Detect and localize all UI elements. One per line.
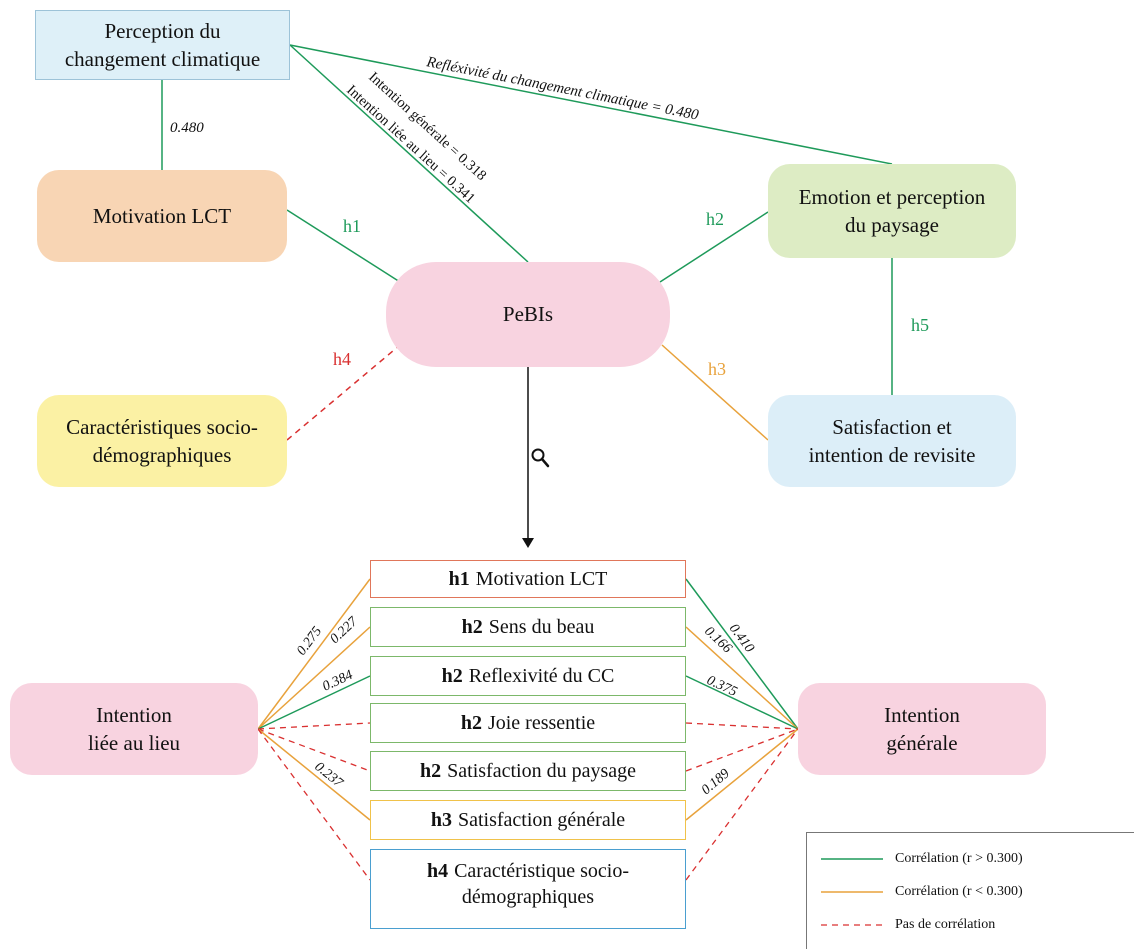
left-link-socio bbox=[257, 728, 371, 881]
emotion-label: Emotion et perception du paysage bbox=[798, 184, 986, 237]
perception-to-emotion-line bbox=[289, 44, 893, 165]
left-link-reflexivite bbox=[257, 675, 371, 730]
box-code: h2 bbox=[461, 616, 483, 638]
socio-node: Caractéristiques socio- démographiques bbox=[37, 395, 287, 487]
box-text: Joie ressentie bbox=[487, 712, 596, 734]
right-link-socio bbox=[685, 728, 799, 881]
intention-lieu-label: Intention liée au lieu bbox=[87, 702, 181, 755]
box-code: h2 bbox=[441, 665, 463, 687]
pebis-to-satisfaction-line bbox=[661, 344, 769, 441]
label-h1: h1 bbox=[343, 216, 361, 236]
perception-to-pebis-line bbox=[289, 44, 529, 263]
box-code: h4 bbox=[426, 860, 449, 882]
right-link-sens-du-beau bbox=[685, 626, 799, 730]
right-link-joie bbox=[685, 722, 799, 730]
legend-swatch-green bbox=[821, 858, 883, 860]
coef-left-227: 0.227 bbox=[327, 614, 361, 647]
legend-item-weak: Corrélation (r < 0.300) bbox=[821, 882, 1023, 902]
intention-generale-node: Intention générale bbox=[798, 683, 1046, 775]
socio-label: Caractéristiques socio- démographiques bbox=[66, 414, 258, 467]
label-reflexivite: Refléxivité du changement climatique = 0… bbox=[424, 54, 700, 124]
right-link-reflexivite bbox=[685, 675, 799, 730]
box-code: h2 bbox=[460, 712, 482, 734]
left-link-satisfaction-paysage bbox=[257, 728, 371, 772]
legend-label-strong: Corrélation (r > 0.300) bbox=[895, 851, 1023, 866]
socio-to-pebis-line bbox=[286, 344, 401, 441]
left-link-joie bbox=[257, 722, 371, 730]
legend-swatch-orange bbox=[821, 891, 883, 893]
detail-arrow-head bbox=[522, 538, 534, 548]
right-link-satisfaction-paysage bbox=[685, 728, 799, 772]
label-h2: h2 bbox=[706, 209, 724, 229]
box-text: Reflexivité du CC bbox=[468, 665, 615, 687]
label-h5: h5 bbox=[911, 315, 929, 335]
coef-right-189: 0.189 bbox=[699, 766, 733, 798]
motivation-label: Motivation LCT bbox=[92, 203, 232, 228]
intention-lieu-node: Intention liée au lieu bbox=[10, 683, 258, 775]
box-text: Caractéristique socio- démographiques bbox=[454, 860, 630, 908]
motivation-node: Motivation LCT bbox=[37, 170, 287, 262]
coef-left-275: 0.275 bbox=[294, 624, 325, 658]
left-link-satisfaction-generale bbox=[257, 728, 371, 821]
box-text: Motivation LCT bbox=[475, 568, 608, 590]
box-text: Satisfaction du paysage bbox=[447, 760, 636, 782]
legend-item-none: Pas de corrélation bbox=[821, 915, 995, 935]
legend-item-strong: Corrélation (r > 0.300) bbox=[821, 849, 1023, 869]
magnifying-glass-icon bbox=[531, 448, 550, 468]
right-link-satisfaction-generale bbox=[685, 728, 799, 821]
motivation-to-pebis-line bbox=[286, 209, 401, 283]
coef-right-375: 0.375 bbox=[704, 673, 739, 700]
perception-label: Perception du changement climatique bbox=[64, 18, 261, 71]
satisfaction-label: Satisfaction et intention de revisite bbox=[808, 414, 976, 467]
box-text: Sens du beau bbox=[488, 616, 595, 638]
box-code: h2 bbox=[420, 760, 442, 782]
perception-node: Perception du changement climatique bbox=[35, 10, 290, 80]
legend: Corrélation (r > 0.300) Corrélation (r <… bbox=[806, 832, 1134, 949]
label-h4: h4 bbox=[333, 349, 351, 369]
box-code: h3 bbox=[430, 809, 452, 831]
legend-label-none: Pas de corrélation bbox=[895, 917, 996, 932]
left-link-h1 bbox=[257, 578, 371, 730]
label-0480: 0.480 bbox=[170, 120, 204, 136]
left-link-sens-du-beau bbox=[257, 626, 371, 730]
right-link-h1 bbox=[685, 578, 799, 730]
emotion-node: Emotion et perception du paysage bbox=[768, 164, 1016, 258]
pebis-node: PeBIs bbox=[386, 262, 670, 367]
box-code: h1 bbox=[448, 568, 470, 590]
box-text: Satisfaction générale bbox=[457, 809, 626, 831]
satisfaction-node: Satisfaction et intention de revisite bbox=[768, 395, 1016, 487]
legend-label-weak: Corrélation (r < 0.300) bbox=[895, 884, 1023, 899]
pebis-label: PeBIs bbox=[502, 302, 554, 327]
emotion-to-pebis-line bbox=[659, 211, 769, 283]
legend-swatch-red-dashed bbox=[821, 924, 883, 926]
label-h3: h3 bbox=[708, 359, 726, 379]
intention-generale-label: Intention générale bbox=[884, 702, 960, 755]
